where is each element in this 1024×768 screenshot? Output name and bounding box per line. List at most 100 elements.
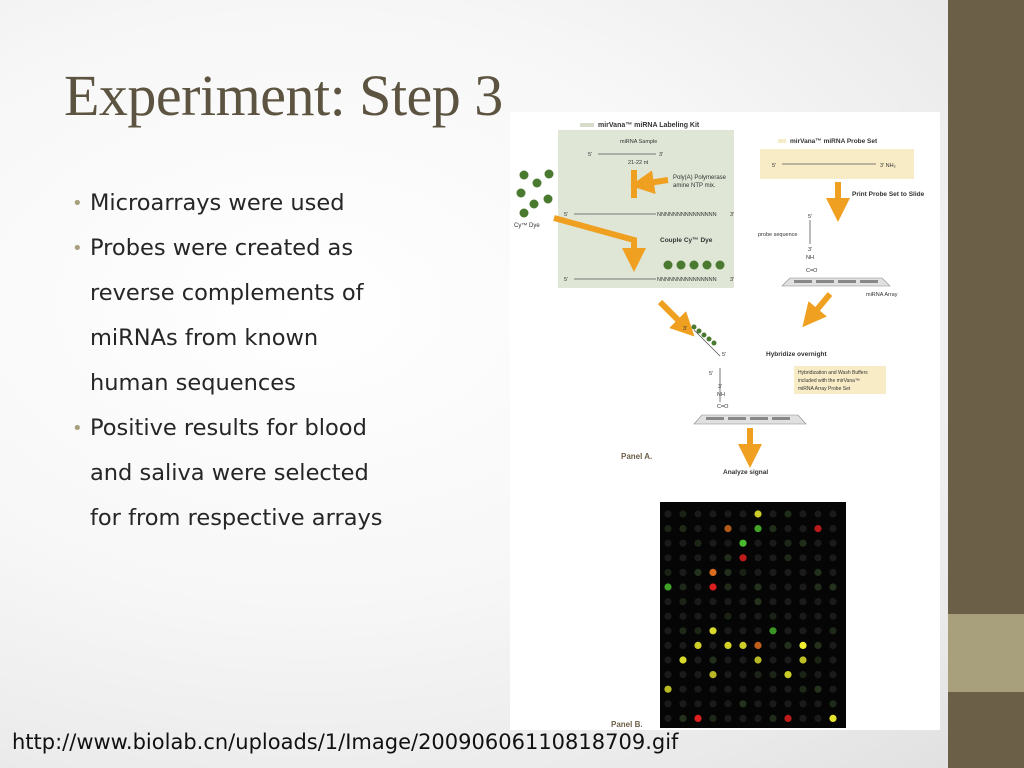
array-spot: [664, 671, 672, 679]
array-spot: [784, 700, 792, 708]
array-spot: [769, 627, 777, 635]
array-spot: [829, 568, 837, 576]
array-spot: [694, 656, 702, 664]
array-spot: [679, 700, 687, 708]
print-probe-label: Print Probe Set to Slide: [852, 191, 925, 198]
five-prime-label: 5': [564, 212, 568, 218]
array-spot: [829, 700, 837, 708]
array-spot: [739, 700, 747, 708]
array-spot: [664, 656, 672, 664]
five-prime-label: 5': [564, 277, 568, 283]
array-spot: [724, 700, 732, 708]
array-spot: [799, 510, 807, 518]
three-prime-label: 3': [730, 277, 734, 283]
buffers-note-box: [794, 366, 886, 394]
bullet-item: Probes were created as reverse complemen…: [72, 226, 432, 406]
polymerase-label: amine NTP mix.: [673, 183, 716, 189]
array-spot: [784, 525, 792, 533]
probe-set-title: mirVana™ miRNA Probe Set: [790, 138, 878, 145]
array-spot: [754, 714, 762, 723]
array-spot: [769, 612, 777, 620]
array-spot: [664, 714, 672, 723]
three-prime-label: 3': [808, 247, 812, 253]
array-spot: [769, 539, 777, 547]
array-spot: [799, 525, 807, 533]
array-spot: [814, 510, 822, 518]
nh-label: NH: [806, 255, 814, 261]
array-spot: [754, 554, 762, 562]
array-spot: [739, 568, 747, 576]
array-spot: [754, 510, 762, 518]
array-spot: [829, 656, 837, 664]
bullet-line: miRNAs from known: [90, 325, 319, 351]
array-spot: [709, 671, 717, 679]
array-spot: [694, 598, 702, 606]
array-spot: [709, 685, 717, 693]
buffers-note: included with the mirVana™: [798, 378, 860, 384]
three-prime-nh2-label: 3' NH₂: [880, 163, 896, 169]
array-spot: [784, 641, 792, 650]
array-spot: [754, 656, 762, 664]
array-spot: [829, 539, 837, 547]
array-spot: [769, 714, 777, 723]
array-spot: [709, 627, 717, 635]
array-spot: [829, 510, 837, 518]
poly-n-label: NNNNNNNNNNNNNNN: [657, 277, 717, 283]
array-spot: [769, 554, 777, 562]
array-spot: [694, 671, 702, 679]
array-spot: [754, 627, 762, 635]
array-spot: [829, 685, 837, 693]
array-spot: [664, 612, 672, 620]
array-spot: [769, 583, 777, 591]
bullet-line: reverse complements of: [90, 280, 364, 306]
orange-arrow: [802, 292, 833, 328]
array-spot: [724, 627, 732, 635]
array-spot: [694, 612, 702, 620]
array-spot: [679, 671, 687, 679]
array-spot: [814, 700, 822, 708]
array-spot: [724, 656, 732, 664]
array-spot: [814, 671, 822, 679]
array-spot: [814, 525, 822, 533]
microarray-spots: [664, 510, 837, 723]
five-prime-label: 5': [709, 371, 713, 377]
array-spot: [724, 525, 732, 533]
array-spot: [709, 656, 717, 664]
five-prime-label: 5': [722, 352, 726, 358]
array-spot: [814, 554, 822, 562]
panel-b-label: Panel B.: [611, 720, 643, 729]
array-spot: [769, 598, 777, 606]
array-spot: [664, 641, 672, 650]
array-spot: [769, 671, 777, 679]
array-spot: [709, 598, 717, 606]
array-spot: [724, 598, 732, 606]
array-spot: [679, 656, 687, 664]
five-prime-label: 5': [808, 214, 812, 220]
array-spot: [799, 714, 807, 723]
array-spot: [709, 539, 717, 547]
array-spot: [694, 714, 702, 723]
array-spot: [664, 700, 672, 708]
array-spot: [829, 671, 837, 679]
array-spot: [739, 656, 747, 664]
array-spot: [754, 685, 762, 693]
bullet-line: Probes were created as: [90, 235, 354, 261]
array-spot: [679, 539, 687, 547]
slide-title: Experiment: Step 3: [64, 63, 503, 128]
array-spot: [799, 568, 807, 576]
array-spot: [814, 714, 822, 723]
array-spot: [694, 568, 702, 576]
array-spot: [799, 641, 807, 650]
array-spot: [799, 700, 807, 708]
source-url: http://www.biolab.cn/uploads/1/Image/200…: [12, 730, 679, 754]
array-spot: [829, 627, 837, 635]
array-spot: [829, 525, 837, 533]
array-spot: [784, 671, 792, 679]
array-spot: [784, 612, 792, 620]
array-spot: [664, 510, 672, 518]
array-spot: [739, 598, 747, 606]
array-spot: [694, 700, 702, 708]
array-spot: [769, 510, 777, 518]
array-spot: [709, 568, 717, 576]
bullet-line: and saliva were selected: [90, 460, 369, 486]
